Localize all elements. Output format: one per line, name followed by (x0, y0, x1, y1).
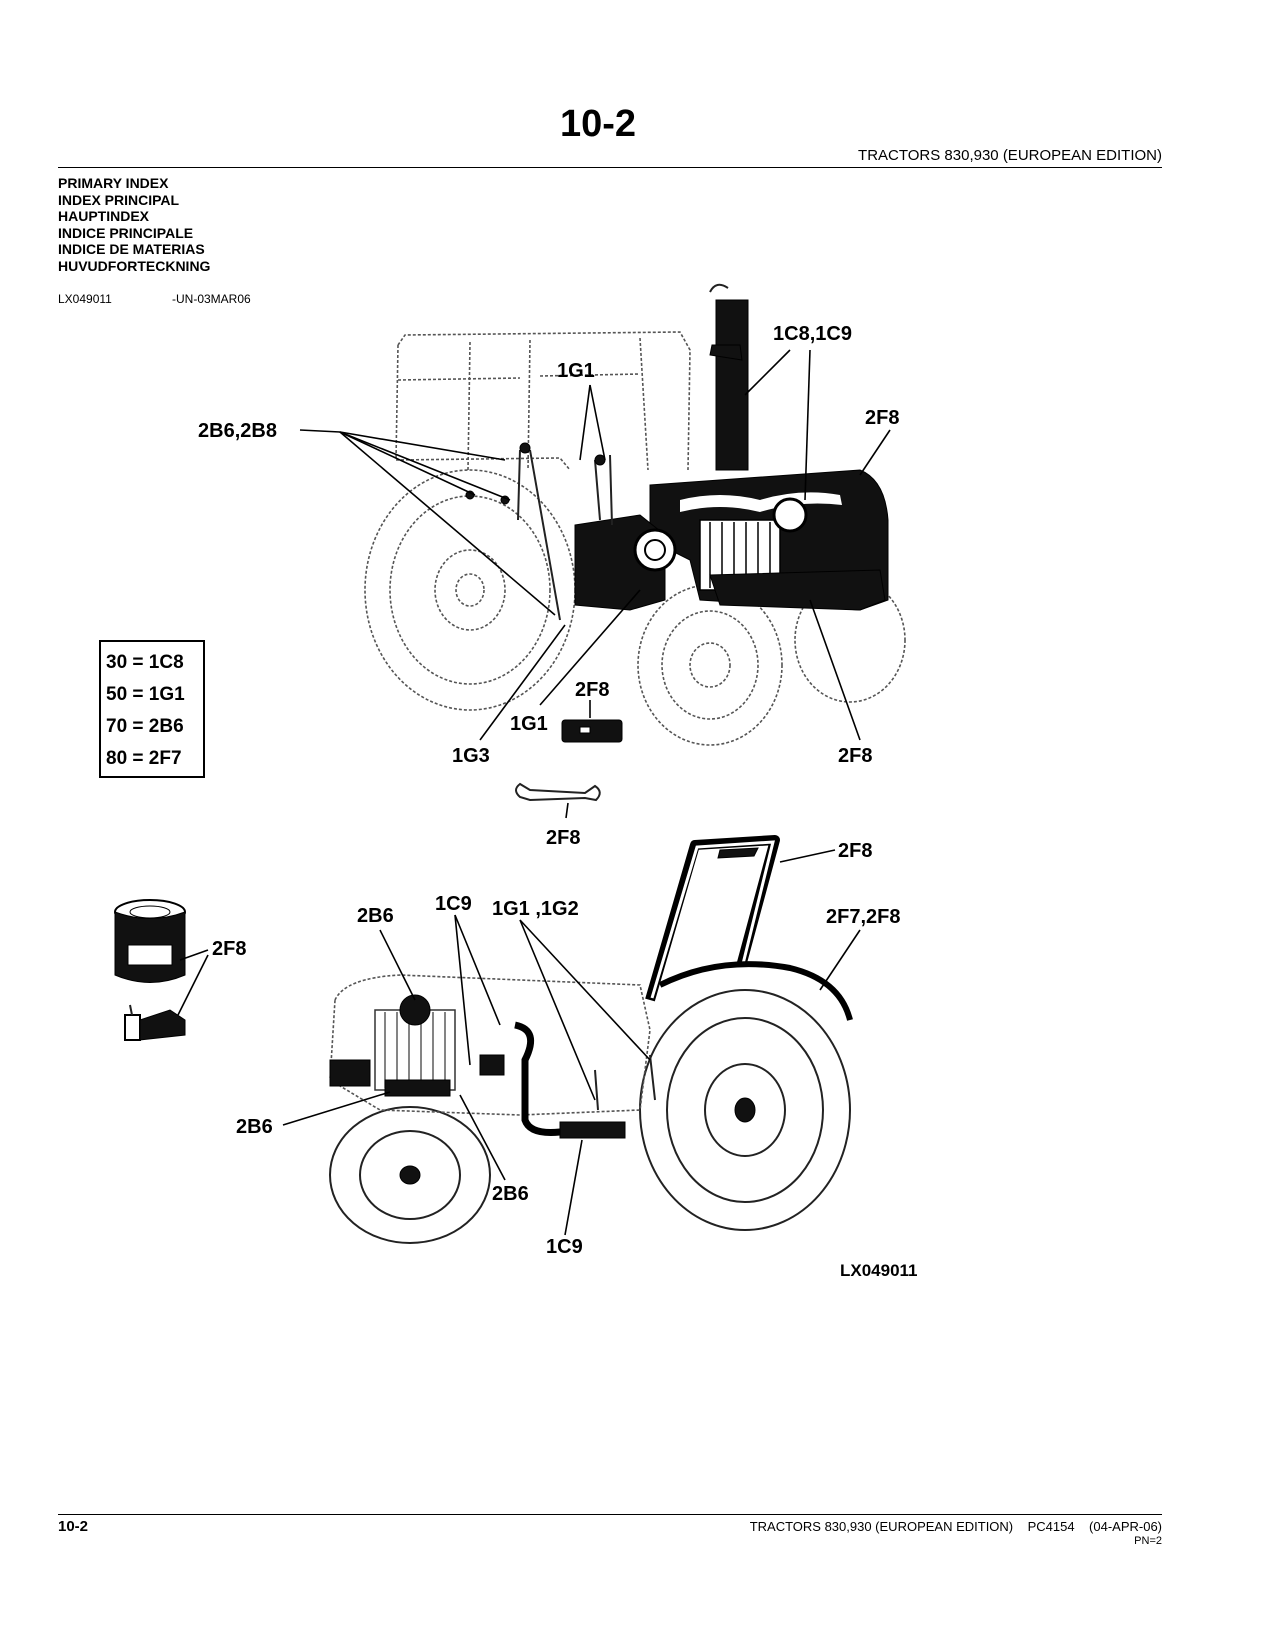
callout-lower-1c9-top: 1C9 (435, 893, 472, 915)
callout-lower-2f8-rops: 2F8 (838, 840, 872, 862)
footer-page-number: 10-2 (58, 1518, 89, 1535)
callout-lower-2f8-filter: 2F8 (212, 938, 246, 960)
lower-tractor-illustration (329, 835, 853, 1244)
legend-row-1: 30 = 1C8 (106, 652, 184, 673)
callout-upper-1g1-bottom: 1G1 (510, 713, 548, 735)
legend-row-4: 80 = 2F7 (106, 748, 182, 769)
callout-upper-1g3: 1G3 (452, 745, 490, 767)
callout-lower-1g1-1g2: 1G1 ,1G2 (492, 898, 579, 920)
footer-code: PC4154 (1027, 1519, 1075, 1534)
footer-pn: PN=2 (1134, 1535, 1162, 1547)
callout-lower-2f7-2f8: 2F7,2F8 (826, 906, 900, 928)
footer-rule (58, 1514, 1162, 1515)
index-titles: PRIMARY INDEX INDEX PRINCIPAL HAUPTINDEX… (58, 175, 210, 274)
upper-leader-lines (299, 349, 891, 741)
callout-lower-2b6-top: 2B6 (357, 905, 394, 927)
toolbox-illustration (561, 719, 623, 743)
legend-box: 30 = 1C8 50 = 1G1 70 = 2B6 80 = 2F7 (99, 640, 205, 778)
index-title-fr: INDEX PRINCIPAL (58, 191, 180, 208)
oil-container-illustration (124, 1004, 186, 1041)
legend-row-2: 50 = 1G1 (106, 684, 185, 705)
index-title-en: PRIMARY INDEX (58, 175, 169, 191)
callout-upper-2b6-2b8: 2B6,2B8 (198, 420, 277, 442)
lower-leader-lines (177, 849, 861, 1236)
callout-lower-1c9-bottom: 1C9 (546, 1236, 583, 1258)
oil-filter-illustration (114, 899, 186, 983)
index-title-sv: HUVUDFORTECKNING (58, 257, 211, 274)
index-title-es: INDICE DE MATERIAS (58, 241, 205, 257)
index-title-it: INDICE PRINCIPALE (58, 224, 194, 241)
callout-lower-2b6-bottom: 2B6 (492, 1183, 529, 1205)
callout-upper-2f8-hood: 2F8 (865, 407, 899, 429)
image-reference: LX049011 (58, 292, 112, 306)
footer-date: (04-APR-06) (1089, 1519, 1162, 1534)
callout-upper-1c8-1c9: 1C8,1C9 (773, 323, 852, 345)
wrench-illustration (515, 782, 601, 819)
upper-tractor-illustration (364, 283, 906, 746)
callout-upper-2f8-toolbox: 2F8 (575, 679, 609, 701)
header-title: TRACTORS 830,930 (EUROPEAN EDITION) (858, 147, 1162, 164)
image-date: -UN-03MAR06 (172, 292, 251, 306)
footer-title: TRACTORS 830,930 (EUROPEAN EDITION) (749, 1519, 1014, 1534)
callout-upper-2f8-front: 2F8 (838, 745, 872, 767)
callout-upper-1g1-top: 1G1 (557, 360, 595, 382)
footer-info: TRACTORS 830,930 (EUROPEAN EDITION) PC41… (750, 1519, 1162, 1534)
page-number: 10-2 (560, 103, 637, 145)
callout-lower-2b6-left: 2B6 (236, 1116, 273, 1138)
header-rule (58, 167, 1162, 168)
index-title-de: HAUPTINDEX (58, 208, 150, 224)
figure-id: LX049011 (840, 1261, 918, 1280)
legend-row-3: 70 = 2B6 (106, 716, 184, 737)
callout-upper-2f8-wrench: 2F8 (546, 827, 580, 849)
